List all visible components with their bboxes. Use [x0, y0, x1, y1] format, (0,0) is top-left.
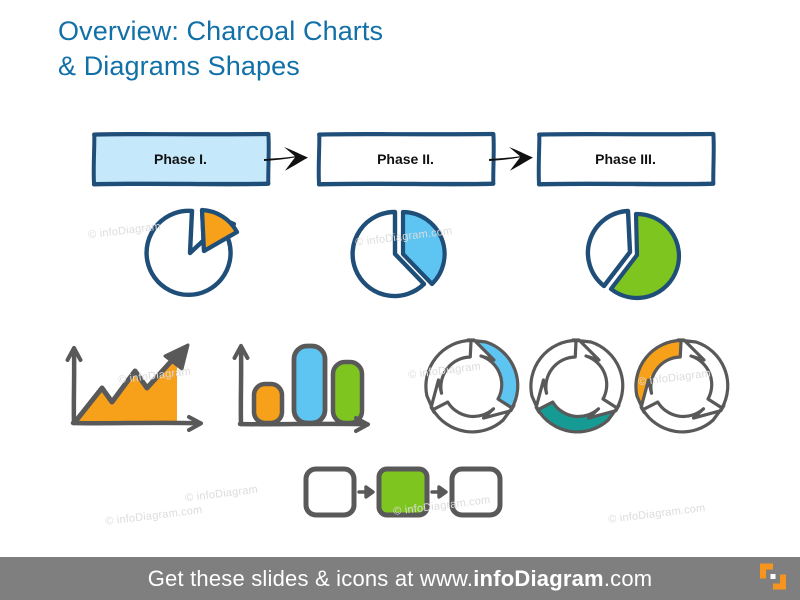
phase-box-3-label: Phase III. — [595, 151, 656, 167]
process-step-3 — [449, 466, 503, 518]
cycle-1[interactable] — [422, 336, 522, 441]
footer-text-after: .com — [603, 565, 653, 591]
process-arrow-1 — [357, 485, 375, 499]
phase-box-2-label: Phase II. — [377, 151, 434, 167]
bar-chart-shape — [232, 343, 370, 433]
pie-chart-1-shape — [144, 207, 240, 298]
phase-box-2[interactable]: Phase II. — [316, 131, 496, 187]
watermark: © infoDiagram.com — [104, 504, 204, 528]
phase-box-3[interactable]: Phase III. — [536, 131, 716, 187]
cycle-1-shape — [424, 338, 520, 434]
cycle-2-shape — [529, 338, 625, 434]
infodiagram-logo-icon[interactable] — [758, 561, 788, 596]
process-arrow-2 — [430, 485, 448, 499]
flow-arrow-1-icon — [262, 142, 312, 179]
area-chart-shape — [65, 343, 203, 432]
pie-chart-2[interactable] — [345, 200, 460, 310]
cycle-2[interactable] — [527, 336, 627, 441]
pie-chart-1[interactable] — [140, 200, 250, 310]
watermark: © infoDiagram — [184, 483, 259, 505]
flow-arrow-2-icon — [487, 142, 537, 179]
process-step-2 — [376, 466, 430, 518]
pie-chart-2-shape — [350, 209, 447, 299]
phase-box-2-shape — [316, 131, 496, 187]
area-chart[interactable] — [55, 330, 215, 445]
phase-box-1[interactable]: Phase I. — [91, 131, 271, 187]
phase-box-1-label: Phase I. — [154, 151, 207, 167]
pie-chart-3[interactable] — [580, 200, 692, 310]
footer-text-before: Get these slides & icons at www. — [147, 565, 474, 591]
process-step-1 — [303, 466, 357, 518]
cycle-3-shape — [634, 338, 730, 434]
watermark: © infoDiagram.com — [607, 502, 707, 526]
process-flow-shape — [303, 466, 503, 518]
page-title: Overview: Charcoal Charts & Diagrams Sha… — [58, 16, 384, 81]
process-flow[interactable] — [300, 462, 505, 529]
footer-text: Get these slides & icons at www.infoDiag… — [148, 566, 653, 592]
footer-text-brand: infoDiagram — [473, 565, 604, 591]
cycle-3[interactable] — [632, 336, 732, 441]
phase-box-1-shape — [91, 131, 271, 187]
footer-bar: Get these slides & icons at www.infoDiag… — [0, 557, 800, 600]
bar-chart[interactable] — [228, 330, 378, 445]
pie-chart-3-shape — [585, 208, 681, 301]
phase-box-3-shape — [536, 131, 716, 187]
